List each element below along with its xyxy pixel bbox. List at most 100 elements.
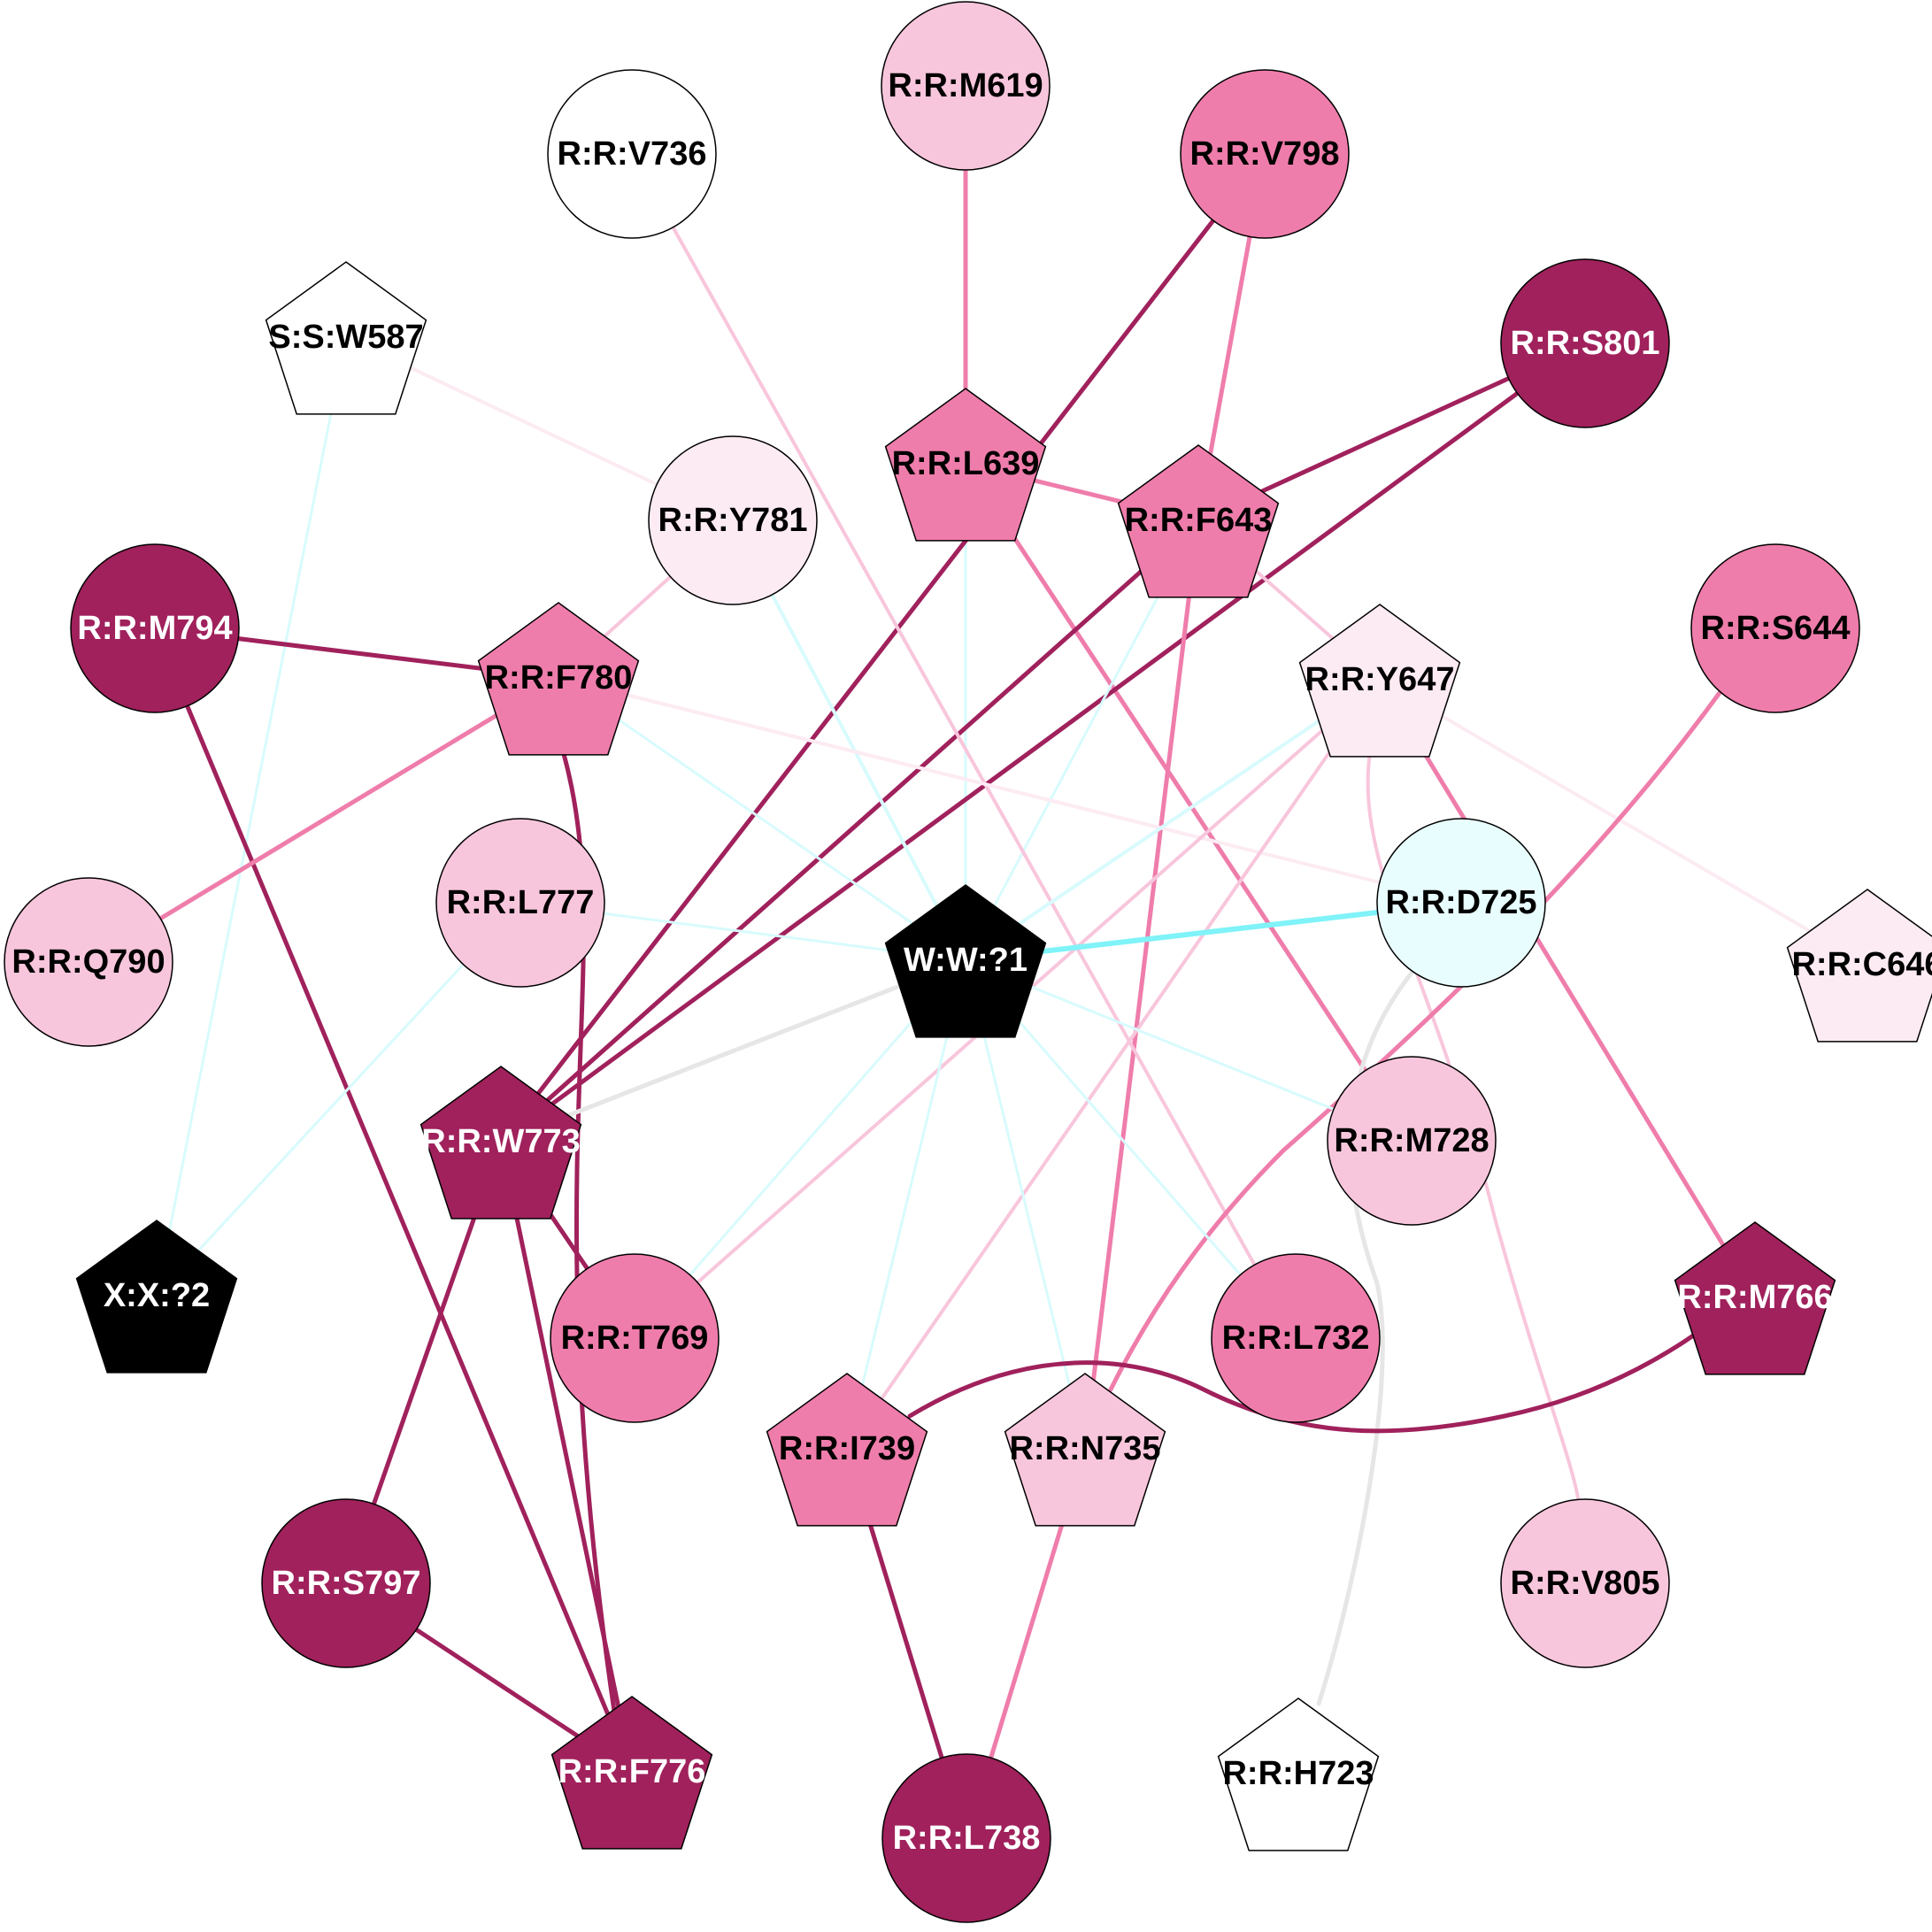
- node-r-r-y647: R:R:Y647: [1298, 604, 1461, 758]
- node-r-r-i739: R:R:I739: [766, 1373, 928, 1527]
- node-r-r-s644: R:R:S644: [1690, 543, 1860, 713]
- edge-r-r-w773-to-r-r-f776: [498, 1139, 635, 1774]
- edge-r-r-i739-to-r-r-m766: [907, 1316, 1720, 1434]
- edge-w-w-1-to-r-r-w773: [498, 958, 968, 1144]
- node-label-w-w-1: W:W:?1: [904, 942, 1028, 979]
- node-label-r-r-t769: R:R:T769: [561, 1320, 709, 1357]
- node-circle-r-r-v805: [1500, 1498, 1670, 1668]
- node-label-r-r-l738: R:R:L738: [893, 1820, 1041, 1857]
- edge-r-r-f643-to-r-r-n735: [1082, 518, 1201, 1451]
- node-r-r-s801: R:R:S801: [1500, 258, 1670, 428]
- node-label-r-r-y647: R:R:Y647: [1305, 661, 1455, 698]
- edge-s-s-w587-to-x-x-2: [155, 335, 348, 1297]
- node-label-r-r-c646: R:R:C646: [1791, 946, 1932, 983]
- node-pentagon-r-r-n735: [1004, 1373, 1166, 1527]
- node-circle-r-r-s644: [1690, 543, 1860, 713]
- node-circle-r-r-l732: [1211, 1253, 1381, 1423]
- node-label-r-r-f776: R:R:F776: [558, 1753, 706, 1790]
- node-circle-r-r-m728: [1327, 1056, 1497, 1226]
- node-r-r-m794: R:R:M794: [70, 543, 240, 713]
- node-label-s-s-w587: S:S:W587: [268, 319, 423, 356]
- node-r-r-c646: R:R:C646: [1786, 889, 1932, 1043]
- node-r-r-s797: R:R:S797: [261, 1498, 431, 1668]
- node-label-r-r-i739: R:R:I739: [779, 1430, 915, 1467]
- edge-r-r-y647-to-r-r-m766: [1377, 677, 1758, 1300]
- node-circle-r-r-v736: [547, 69, 717, 239]
- edge-w-w-1-to-r-r-i739: [845, 958, 967, 1451]
- node-label-x-x-2: X:X:?2: [104, 1277, 210, 1314]
- node-pentagon-r-r-h723: [1217, 1697, 1380, 1851]
- node-r-r-m766: R:R:M766: [1674, 1221, 1836, 1375]
- node-r-r-w773: R:R:W773: [419, 1066, 582, 1220]
- edge-r-r-v798-to-r-r-w773: [498, 151, 1267, 1144]
- edge-r-r-s644-to-r-r-n735: [1108, 684, 1727, 1392]
- edge-r-r-s801-to-r-r-w773: [498, 341, 1588, 1144]
- node-x-x-2: X:X:?2: [75, 1220, 238, 1374]
- edge-r-r-f780-to-r-r-q790: [86, 675, 561, 965]
- nodes-layer: W:W:?1X:X:?2S:S:W587R:R:M619R:R:L639R:R:…: [4, 1, 1932, 1923]
- node-label-r-r-w773: R:R:W773: [421, 1123, 580, 1160]
- node-pentagon-r-r-l639: [884, 388, 1047, 542]
- node-pentagon-x-x-2: [75, 1220, 238, 1374]
- edge-r-r-y647-to-w-w-1: [964, 678, 1382, 962]
- node-label-r-r-m794: R:R:M794: [77, 610, 232, 647]
- node-pentagon-r-r-w773: [419, 1066, 582, 1220]
- node-label-r-r-m619: R:R:M619: [888, 67, 1043, 104]
- node-s-s-w587: S:S:W587: [265, 261, 427, 415]
- edge-r-r-y647-to-r-r-c646: [1378, 678, 1869, 966]
- node-circle-r-r-d725: [1376, 818, 1546, 988]
- node-r-r-t769: R:R:T769: [550, 1253, 720, 1423]
- edge-r-r-l639-to-r-r-m728: [963, 461, 1414, 1143]
- node-r-r-v798: R:R:V798: [1180, 69, 1350, 239]
- node-label-r-r-l732: R:R:L732: [1222, 1320, 1370, 1357]
- node-circle-r-r-q790: [4, 877, 173, 1047]
- edge-r-r-y647-to-r-r-i739: [845, 678, 1382, 1451]
- node-label-r-r-h723: R:R:H723: [1222, 1755, 1374, 1792]
- node-label-r-r-v805: R:R:V805: [1511, 1565, 1660, 1602]
- node-r-r-h723: R:R:H723: [1217, 1697, 1380, 1851]
- node-label-r-r-s797: R:R:S797: [272, 1565, 421, 1602]
- node-r-r-l639: R:R:L639: [884, 388, 1047, 542]
- node-label-r-r-s801: R:R:S801: [1511, 325, 1660, 362]
- node-r-r-n735: R:R:N735: [1004, 1373, 1166, 1527]
- node-label-r-r-l639: R:R:L639: [892, 445, 1040, 482]
- node-r-r-d725: R:R:D725: [1376, 818, 1546, 988]
- edge-r-r-v736-to-r-r-l732: [630, 152, 1297, 1340]
- node-circle-r-r-y781: [648, 435, 818, 605]
- node-label-r-r-m766: R:R:M766: [1677, 1279, 1832, 1316]
- node-circle-r-r-s797: [261, 1498, 431, 1668]
- edge-w-w-1-to-r-r-n735: [964, 958, 1087, 1451]
- node-pentagon-r-r-f780: [477, 602, 640, 756]
- node-pentagon-r-r-c646: [1786, 889, 1932, 1043]
- node-pentagon-r-r-f776: [550, 1696, 713, 1850]
- node-r-r-m619: R:R:M619: [881, 1, 1051, 171]
- node-label-r-r-m728: R:R:M728: [1334, 1122, 1489, 1159]
- edge-r-r-f643-to-r-r-w773: [498, 518, 1201, 1144]
- node-r-r-m728: R:R:M728: [1327, 1056, 1497, 1226]
- node-label-r-r-q790: R:R:Q790: [12, 943, 165, 981]
- node-r-r-v805: R:R:V805: [1500, 1498, 1670, 1668]
- node-pentagon-w-w-1: [884, 884, 1047, 1038]
- edge-r-r-f780-to-r-r-d725: [557, 676, 1463, 904]
- edge-r-r-m794-to-r-r-f776: [152, 626, 635, 1774]
- node-pentagon-r-r-i739: [766, 1373, 928, 1527]
- node-r-r-f776: R:R:F776: [550, 1696, 713, 1850]
- node-label-r-r-f780: R:R:F780: [485, 659, 633, 697]
- node-circle-r-r-t769: [550, 1253, 720, 1423]
- node-pentagon-r-r-f643: [1117, 444, 1280, 598]
- node-w-w-1: W:W:?1: [884, 884, 1047, 1038]
- node-r-r-l732: R:R:L732: [1211, 1253, 1381, 1423]
- node-pentagon-r-r-y647: [1298, 604, 1461, 758]
- node-circle-r-r-l738: [881, 1753, 1051, 1923]
- node-label-r-r-f643: R:R:F643: [1125, 502, 1273, 539]
- node-circle-r-r-m619: [881, 1, 1051, 171]
- node-label-r-r-v798: R:R:V798: [1190, 135, 1340, 173]
- node-label-r-r-d725: R:R:D725: [1385, 884, 1536, 921]
- node-circle-r-r-m794: [70, 543, 240, 713]
- node-r-r-l738: R:R:L738: [881, 1753, 1051, 1923]
- node-r-r-y781: R:R:Y781: [648, 435, 818, 605]
- node-pentagon-r-r-m766: [1674, 1221, 1836, 1375]
- edge-r-r-l777-to-x-x-2: [155, 901, 522, 1297]
- node-circle-r-r-v798: [1180, 69, 1350, 239]
